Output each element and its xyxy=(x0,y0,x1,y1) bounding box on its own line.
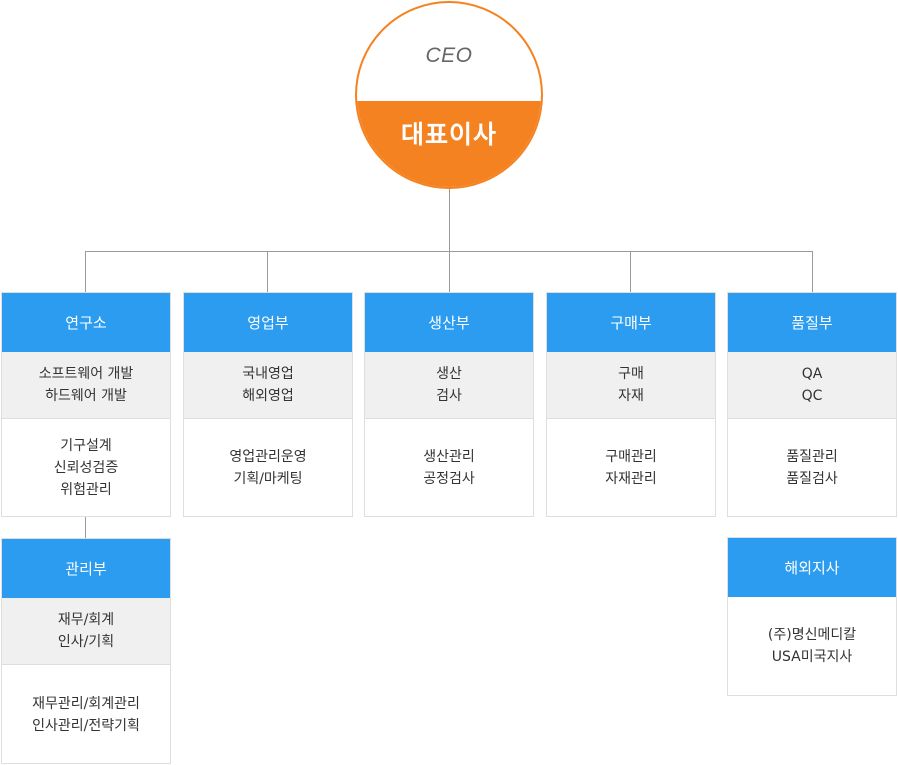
dept-research-name: 연구소 xyxy=(2,293,170,352)
detail-item: 위험관리 xyxy=(60,482,112,498)
sub-item: QC xyxy=(801,388,823,404)
ceo-title-ko: 대표이사 xyxy=(357,101,541,187)
sub-item: 소프트웨어 개발 xyxy=(38,366,134,382)
dept-purchasing: 구매부 구매 자재 구매관리 자재관리 xyxy=(546,292,716,517)
dept-research-sub: 소프트웨어 개발 하드웨어 개발 xyxy=(2,352,170,419)
detail-item: 생산관리 xyxy=(423,449,475,465)
dept-sales: 영업부 국내영업 해외영업 영업관리운영 기획/마케팅 xyxy=(183,292,353,517)
dept-production-detail: 생산관리 공정검사 xyxy=(365,419,533,517)
sub-item: 자재 xyxy=(618,388,644,404)
ceo-title-en: CEO xyxy=(425,44,473,67)
dept-overseas-name: 해외지사 xyxy=(728,538,896,597)
detail-item: 인사관리/전략기획 xyxy=(32,717,140,734)
sub-item: 구매 xyxy=(618,366,644,382)
dept-production: 생산부 생산 검사 생산관리 공정검사 xyxy=(364,292,534,517)
detail-item: 공정검사 xyxy=(423,471,475,487)
detail-item: 기구설계 xyxy=(60,438,112,454)
dept-quality-sub: QA QC xyxy=(728,352,896,419)
detail-item: 자재관리 xyxy=(605,471,657,487)
detail-item: 품질관리 xyxy=(786,449,838,465)
sub-item: 국내영업 xyxy=(242,366,294,382)
dept-admin-detail: 재무관리/회계관리 인사관리/전략기획 xyxy=(2,665,170,764)
sub-item: 인사/기획 xyxy=(57,634,115,650)
ceo-node: CEO 대표이사 xyxy=(355,1,543,189)
sub-item: QA xyxy=(801,366,823,382)
dept-quality: 품질부 QA QC 품질관리 품질검사 xyxy=(727,292,897,517)
dept-sales-detail: 영업관리운영 기획/마케팅 xyxy=(184,419,352,517)
dept-production-name: 생산부 xyxy=(365,293,533,352)
detail-item: (주)명신메디칼 xyxy=(767,626,857,643)
dept-research: 연구소 소프트웨어 개발 하드웨어 개발 기구설계 신뢰성검증 위험관리 xyxy=(1,292,171,517)
dept-quality-detail: 품질관리 품질검사 xyxy=(728,419,896,517)
detail-item: 재무관리/회계관리 xyxy=(32,695,140,712)
dept-sales-sub: 국내영업 해외영업 xyxy=(184,352,352,419)
detail-item: USA미국지사 xyxy=(771,648,853,665)
dept-research-detail: 기구설계 신뢰성검증 위험관리 xyxy=(2,419,170,517)
detail-item: 품질검사 xyxy=(786,471,838,487)
dept-purchasing-name: 구매부 xyxy=(547,293,715,352)
detail-item: 영업관리운영 xyxy=(229,449,307,465)
dept-admin-sub: 재무/회계 인사/기획 xyxy=(2,598,170,665)
dept-admin-name: 관리부 xyxy=(2,539,170,598)
sub-item: 검사 xyxy=(436,388,462,404)
sub-item: 하드웨어 개발 xyxy=(45,388,127,404)
detail-item: 신뢰성검증 xyxy=(53,460,119,476)
dept-overseas-detail: (주)명신메디칼 USA미국지사 xyxy=(728,597,896,694)
detail-item: 구매관리 xyxy=(605,449,657,465)
dept-admin: 관리부 재무/회계 인사/기획 재무관리/회계관리 인사관리/전략기획 xyxy=(1,538,171,764)
dept-purchasing-detail: 구매관리 자재관리 xyxy=(547,419,715,517)
sub-item: 재무/회계 xyxy=(57,612,115,628)
dept-overseas: 해외지사 (주)명신메디칼 USA미국지사 xyxy=(727,537,897,696)
sub-item: 생산 xyxy=(436,366,462,382)
detail-item: 기획/마케팅 xyxy=(233,471,303,487)
dept-sales-name: 영업부 xyxy=(184,293,352,352)
dept-purchasing-sub: 구매 자재 xyxy=(547,352,715,419)
dept-quality-name: 품질부 xyxy=(728,293,896,352)
dept-production-sub: 생산 검사 xyxy=(365,352,533,419)
sub-item: 해외영업 xyxy=(242,388,294,404)
